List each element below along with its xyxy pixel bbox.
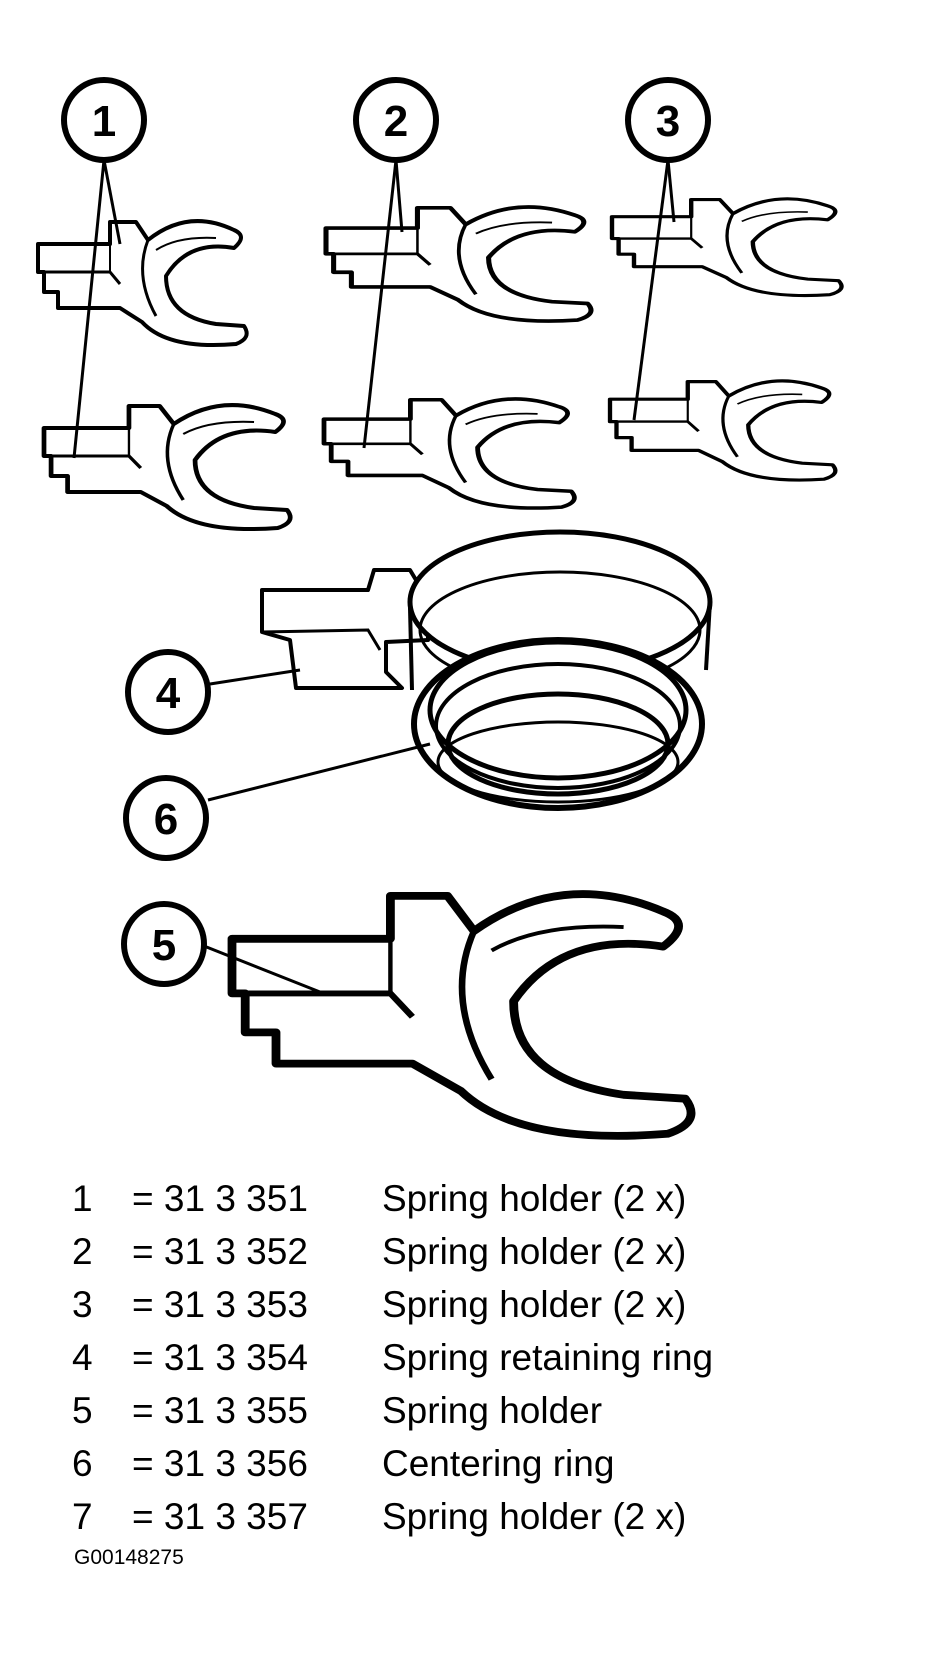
- legend-row: 6 = 31 3 356 Centering ring: [60, 1437, 920, 1490]
- legend-row: 4 = 31 3 354 Spring retaining ring: [60, 1331, 920, 1384]
- legend-part-number: = 31 3 354: [132, 1337, 308, 1378]
- spring-retaining-ring-assembly: [260, 529, 713, 691]
- callout-5: 5: [121, 901, 207, 987]
- parts-legend: 1 = 31 3 351 Spring holder (2 x) 2 = 31 …: [60, 1172, 920, 1543]
- spring-holder-3-upper: [612, 199, 842, 296]
- legend-part-number: = 31 3 355: [132, 1390, 308, 1431]
- legend-part-number: = 31 3 356: [132, 1443, 308, 1484]
- callout-3-label: 3: [656, 97, 680, 146]
- legend-part-number: = 31 3 351: [132, 1178, 308, 1219]
- callout-5-label: 5: [152, 921, 176, 970]
- legend-row: 2 = 31 3 352 Spring holder (2 x): [60, 1225, 920, 1278]
- legend-number: 6: [72, 1443, 93, 1484]
- legend-description: Spring holder (2 x): [382, 1231, 687, 1272]
- legend-description: Spring holder (2 x): [382, 1178, 687, 1219]
- spring-holder-1-lower: [44, 405, 290, 529]
- spring-holder-1-upper: [36, 219, 249, 348]
- legend-number: 5: [72, 1390, 93, 1431]
- spring-holder-2-upper: [326, 207, 591, 321]
- callout-3: 3: [625, 77, 711, 163]
- legend-part-number: = 31 3 357: [132, 1496, 308, 1537]
- legend-number: 7: [72, 1496, 93, 1537]
- callout-6-label: 6: [154, 795, 178, 844]
- legend-number: 2: [72, 1231, 93, 1272]
- legend-number: 1: [72, 1178, 93, 1219]
- leader-lines: [72, 159, 676, 994]
- legend-part-number: = 31 3 352: [132, 1231, 308, 1272]
- legend-row: 7 = 31 3 357 Spring holder (2 x): [60, 1490, 920, 1543]
- callout-2-label: 2: [384, 97, 408, 146]
- callout-4-label: 4: [156, 669, 181, 718]
- callout-6: 6: [123, 775, 209, 861]
- legend-row: 1 = 31 3 351 Spring holder (2 x): [60, 1172, 920, 1225]
- legend-row: 5 = 31 3 355 Spring holder: [60, 1384, 920, 1437]
- legend-description: Centering ring: [382, 1443, 615, 1484]
- callout-1: 1: [61, 77, 147, 163]
- spring-holder-2-lower: [324, 399, 574, 508]
- legend-row: 3 = 31 3 353 Spring holder (2 x): [60, 1278, 920, 1331]
- legend-part-number: = 31 3 353: [132, 1284, 308, 1325]
- parts-illustration: 1 2 3 4 6 5: [36, 77, 934, 1170]
- legend-description: Spring retaining ring: [382, 1337, 714, 1378]
- legend-number: 4: [72, 1337, 93, 1378]
- centering-ring: [411, 637, 705, 811]
- legend-description: Spring holder (2 x): [382, 1496, 687, 1537]
- spring-holder-3-lower: [610, 381, 835, 480]
- spring-holder-5: [232, 894, 691, 1136]
- callout-1-label: 1: [92, 97, 116, 146]
- callout-4: 4: [125, 649, 211, 735]
- callout-2: 2: [353, 77, 439, 163]
- legend-description: Spring holder: [382, 1390, 603, 1431]
- legend-number: 3: [72, 1284, 93, 1325]
- figure-id: G00148275: [74, 1546, 184, 1569]
- legend-description: Spring holder (2 x): [382, 1284, 687, 1325]
